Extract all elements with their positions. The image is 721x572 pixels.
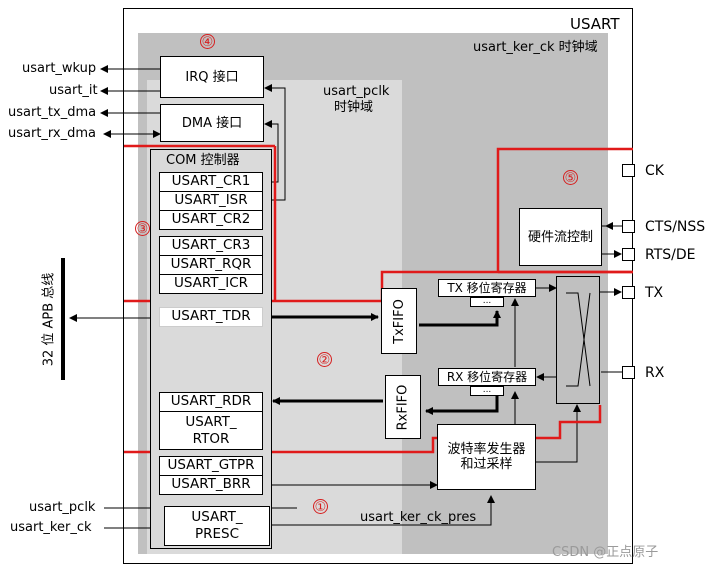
tx-rx-swap-box bbox=[556, 276, 600, 404]
dma-interface: DMA 接口 bbox=[160, 104, 264, 142]
reg-rtor-line1: USART_ bbox=[185, 414, 237, 430]
signal-rx-dma: usart_rx_dma bbox=[8, 126, 96, 141]
ker-ck-domain-label: usart_ker_ck 时钟域 bbox=[473, 40, 598, 55]
marker-5: ⑤ bbox=[563, 170, 578, 186]
marker-2: ② bbox=[317, 352, 332, 368]
marker-1: ① bbox=[313, 499, 328, 515]
tx-fifo-slots: ... bbox=[470, 297, 504, 307]
tx-fifo-dots: ... bbox=[482, 296, 492, 306]
pin-tx-label: TX bbox=[645, 285, 664, 301]
pin-ck bbox=[622, 164, 635, 177]
rx-fifo-dots: ... bbox=[482, 385, 492, 395]
reg-presc-line1: USART_ bbox=[191, 509, 243, 525]
reg-gtpr: USART_GTPR bbox=[159, 456, 263, 476]
watermark: CSDN @正点原子 bbox=[552, 545, 659, 560]
reg-cr1: USART_CR1 bbox=[159, 172, 263, 192]
reg-rtor: USART_ RTOR bbox=[159, 411, 263, 450]
hw-flow-control: 硬件流控制 bbox=[519, 208, 602, 266]
signal-it: usart_it bbox=[49, 83, 98, 98]
apb-bus-label-text: 32 位 APB 总线 bbox=[41, 272, 57, 366]
pclk-domain-label-2: 时钟域 bbox=[334, 100, 374, 115]
pclk-domain-label: usart_pclk bbox=[323, 84, 390, 99]
reg-isr: USART_ISR bbox=[159, 191, 263, 211]
pin-cts bbox=[622, 220, 635, 233]
rxfifo: RxFIFO bbox=[385, 375, 421, 439]
reg-cr2: USART_CR2 bbox=[159, 210, 263, 230]
pin-rx bbox=[622, 366, 635, 379]
baud-generator-line1: 波特率发生器 bbox=[447, 442, 526, 457]
tx-shift-register: TX 移位寄存器 bbox=[438, 279, 536, 297]
pin-rts-label: RTS/DE bbox=[645, 247, 696, 263]
pin-cts-label: CTS/NSS bbox=[645, 219, 706, 235]
rxfifo-label: RxFIFO bbox=[395, 384, 411, 430]
reg-brr: USART_BRR bbox=[159, 475, 263, 495]
rx-fifo-slots: ... bbox=[470, 386, 504, 396]
apb-bus-label: 32 位 APB 总线 bbox=[36, 264, 58, 374]
signal-wkup: usart_wkup bbox=[22, 61, 97, 76]
signal-ker-ck: usart_ker_ck bbox=[10, 520, 92, 535]
pin-rts bbox=[622, 248, 635, 261]
reg-tdr: USART_TDR bbox=[159, 307, 263, 327]
marker-4: ④ bbox=[200, 34, 215, 50]
usart-title: USART bbox=[570, 15, 620, 33]
rx-shift-register: RX 移位寄存器 bbox=[438, 368, 536, 386]
txfifo: TxFIFO bbox=[381, 288, 417, 354]
signal-pclk: usart_pclk bbox=[29, 500, 96, 515]
irq-interface: IRQ 接口 bbox=[160, 56, 264, 98]
marker-3: ③ bbox=[135, 221, 150, 237]
reg-rtor-line2: RTOR bbox=[192, 431, 230, 447]
baud-generator: 波特率发生器 和过采样 bbox=[437, 424, 536, 490]
reg-cr3: USART_CR3 bbox=[159, 236, 263, 256]
com-controller-label: COM 控制器 bbox=[166, 153, 240, 168]
txfifo-label: TxFIFO bbox=[391, 298, 407, 344]
reg-presc: USART_ PRESC bbox=[164, 506, 270, 546]
reg-rdr: USART_RDR bbox=[159, 392, 263, 412]
pin-tx bbox=[622, 286, 635, 299]
pin-ck-label: CK bbox=[645, 163, 664, 179]
ker-ck-pres-label: usart_ker_ck_pres bbox=[360, 510, 477, 525]
region-outlines bbox=[124, 144, 633, 454]
reg-icr: USART_ICR bbox=[159, 274, 263, 294]
reg-presc-line2: PRESC bbox=[194, 526, 240, 542]
pin-rx-label: RX bbox=[645, 365, 665, 381]
signal-tx-dma: usart_tx_dma bbox=[8, 105, 97, 120]
reg-rqr: USART_RQR bbox=[159, 255, 263, 275]
baud-generator-line2: 和过采样 bbox=[460, 457, 513, 472]
